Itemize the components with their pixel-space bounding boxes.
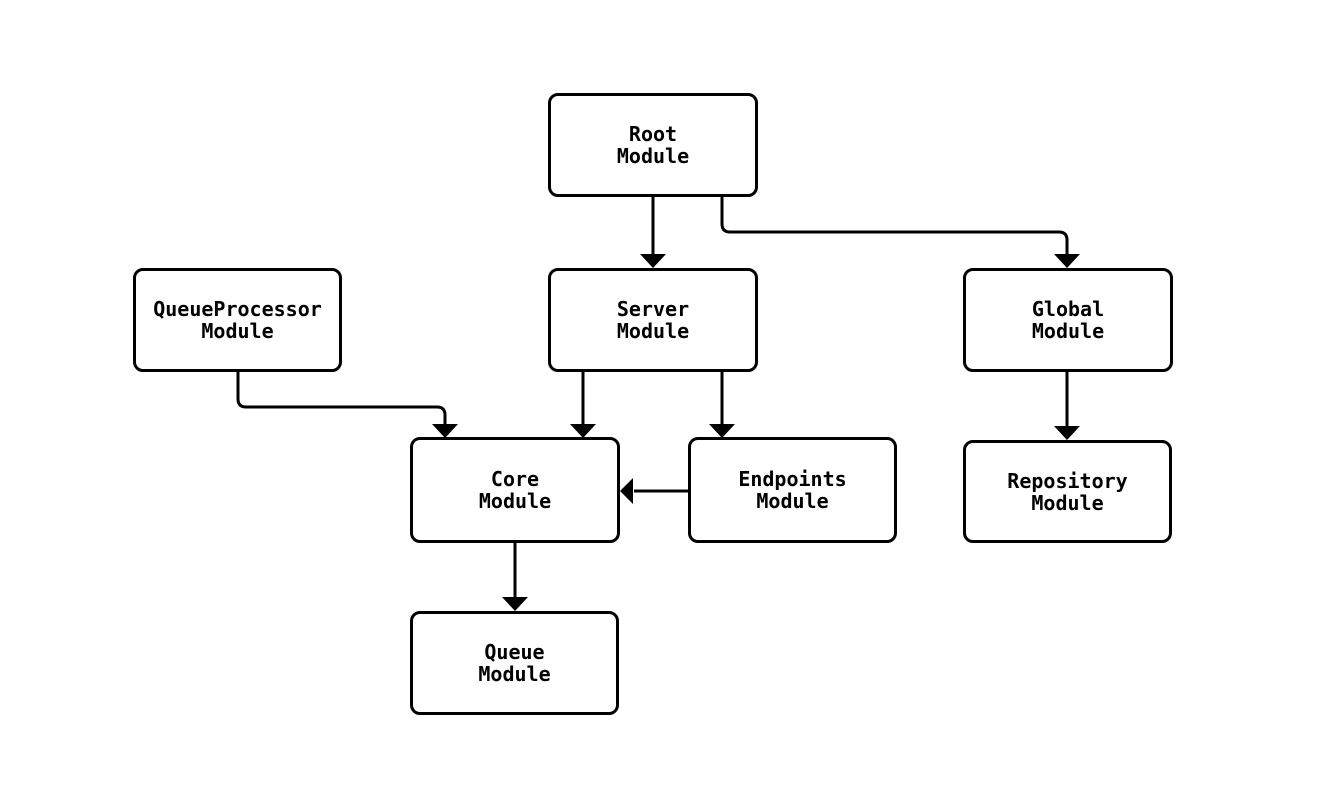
edge-root-to-global: [720, 197, 1080, 268]
node-root-module: Root Module: [548, 93, 758, 197]
node-core-module: Core Module: [410, 437, 620, 543]
arrowhead-icon: [709, 424, 735, 438]
arrowhead-icon: [502, 597, 528, 611]
arrowhead-icon: [570, 424, 596, 438]
node-queue-module: Queue Module: [410, 611, 619, 715]
edge-queueprocessor-to-core: [236, 372, 458, 438]
node-server-module: Server Module: [548, 268, 758, 372]
edge-global-to-repository: [1054, 372, 1080, 440]
edge-server-to-endpoints: [709, 372, 735, 438]
edge-core-to-queue: [502, 543, 528, 611]
arrowhead-icon: [640, 254, 666, 268]
edge-root-to-server: [640, 197, 666, 268]
arrowhead-icon: [1054, 426, 1080, 440]
node-repository-module: Repository Module: [963, 440, 1172, 543]
arrowhead-icon: [1054, 254, 1080, 268]
edge-server-to-core: [570, 372, 596, 438]
edge-endpoints-to-core: [620, 478, 688, 504]
node-endpoints-module: Endpoints Module: [688, 437, 897, 543]
arrowhead-icon: [620, 478, 633, 504]
node-global-module: Global Module: [963, 268, 1173, 372]
arrowhead-icon: [432, 424, 458, 438]
node-queueprocessor-module: QueueProcessor Module: [133, 268, 342, 372]
